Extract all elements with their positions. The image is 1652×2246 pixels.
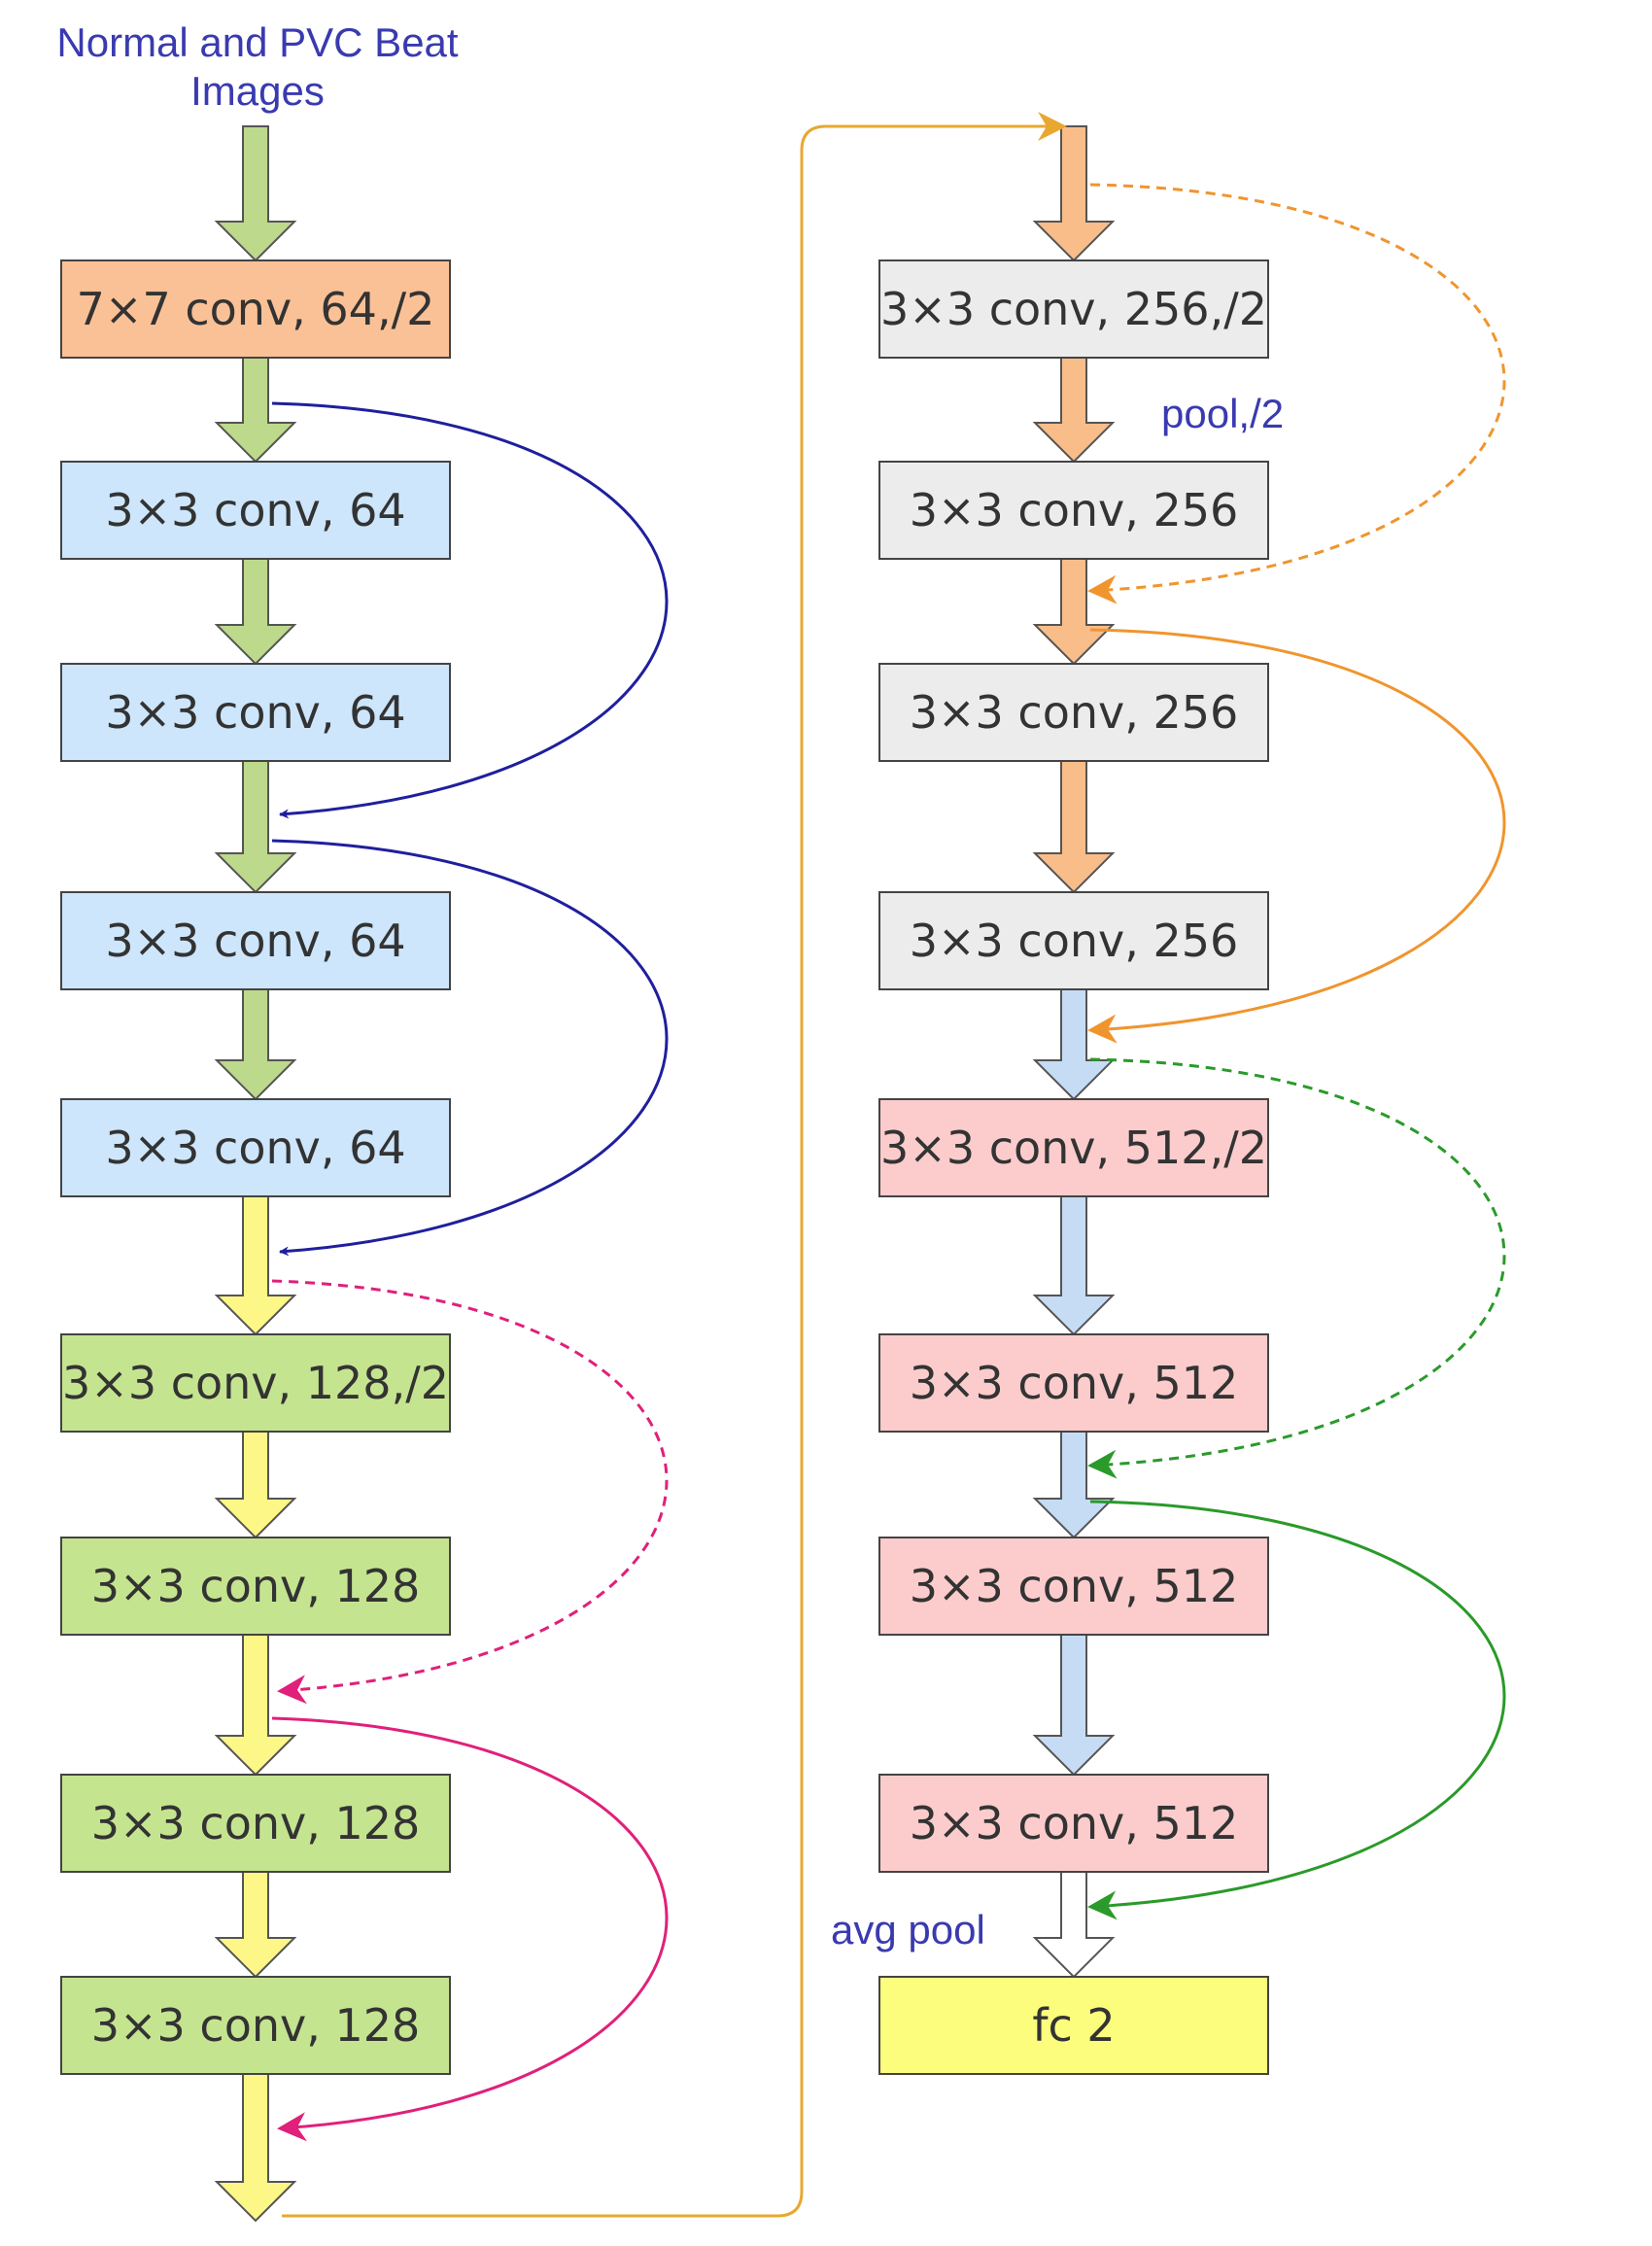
skip-arrow-blue-1	[271, 401, 669, 819]
skip-arrow-green-dashed	[1087, 1057, 1506, 1479]
left-layer-box-6	[60, 1333, 451, 1433]
skip-arrow-green	[1087, 1500, 1506, 1920]
right-layer-box-1	[878, 259, 1269, 359]
left-column-layers: 7×7 conv, 64,/2 3×3 conv, 64 3×3 conv, 64 3…	[60, 259, 451, 2075]
flow-arrow-left-out	[214, 2073, 297, 2223]
right-layer-label-2: 3×3 conv, 256	[910, 484, 1239, 536]
right-layer-box-4	[878, 891, 1269, 990]
left-layer-label-5: 3×3 conv, 64	[105, 1122, 405, 1174]
left-layer-box-8	[60, 1774, 451, 1873]
right-layer-box-9	[878, 1976, 1269, 2075]
skip-arrow-blue-2	[271, 839, 669, 1257]
left-layer-box-9	[60, 1976, 451, 2075]
right-layer-box-5	[878, 1098, 1269, 1197]
left-layer-label-8: 3×3 conv, 128	[91, 1797, 421, 1849]
right-layer-label-7: 3×3 conv, 512	[910, 1560, 1239, 1612]
flow-arrow-right-1	[1032, 357, 1116, 464]
flow-arrow-left-3	[214, 760, 297, 894]
flow-arrow-left-6	[214, 1431, 297, 1539]
skip-connections	[271, 183, 1506, 2142]
column-connector-line	[282, 112, 1067, 2218]
flow-arrow-left-1	[214, 357, 297, 464]
left-layer-box-5	[60, 1098, 451, 1197]
left-layer-box-3	[60, 663, 451, 762]
left-layer-label-4: 3×3 conv, 64	[105, 915, 405, 967]
left-layer-label-9: 3×3 conv, 128	[91, 1999, 421, 2052]
flow-arrow-left-7	[214, 1634, 297, 1777]
flow-arrow-right-6	[1032, 1431, 1116, 1539]
right-layer-label-3: 3×3 conv, 256	[910, 686, 1239, 739]
right-layer-box-2	[878, 461, 1269, 560]
flow-arrow-right-3	[1032, 760, 1116, 894]
skip-arrow-orange-dashed	[1087, 183, 1506, 605]
left-layer-box-1	[60, 259, 451, 359]
pool-label: pool,/2	[1161, 391, 1284, 436]
left-layer-box-4	[60, 891, 451, 990]
flow-arrow-right-0	[1032, 125, 1116, 262]
diagram-title-line1: Normal and PVC Beat	[56, 19, 459, 65]
avg-pool-label: avg pool	[831, 1907, 985, 1952]
flow-arrow-left-4	[214, 988, 297, 1101]
right-layer-label-9: fc 2	[1032, 1999, 1115, 2052]
skip-arrow-pink	[271, 1716, 669, 2142]
flow-arrow-right-7	[1032, 1634, 1116, 1777]
flow-arrow-left-5	[214, 1195, 297, 1336]
left-layer-label-2: 3×3 conv, 64	[105, 484, 405, 536]
skip-arrow-pink-dashed	[271, 1279, 669, 1705]
right-layer-box-3	[878, 663, 1269, 762]
right-layer-box-8	[878, 1774, 1269, 1873]
flow-arrow-left-8	[214, 1871, 297, 1979]
flow-arrow-right-8	[1032, 1871, 1116, 1979]
right-layer-label-6: 3×3 conv, 512	[910, 1357, 1239, 1409]
right-layer-label-1: 3×3 conv, 256,/2	[880, 283, 1267, 335]
right-layer-box-7	[878, 1537, 1269, 1636]
flow-arrows	[214, 125, 1116, 2223]
flow-arrow-right-4	[1032, 988, 1116, 1101]
left-layer-label-1: 7×7 conv, 64,/2	[77, 283, 435, 335]
left-layer-box-2	[60, 461, 451, 560]
right-column-layers: 3×3 conv, 256,/2 3×3 conv, 256 3×3 conv, 2…	[878, 259, 1269, 2075]
left-layer-label-6: 3×3 conv, 128,/2	[62, 1357, 449, 1409]
skip-arrow-orange	[1087, 628, 1506, 1044]
diagram-title-line2: Images	[190, 68, 325, 114]
left-layer-label-3: 3×3 conv, 64	[105, 686, 405, 739]
right-layer-label-5: 3×3 conv, 512,/2	[880, 1122, 1267, 1174]
right-layer-label-8: 3×3 conv, 512	[910, 1797, 1239, 1849]
flow-arrow-left-2	[214, 558, 297, 666]
left-layer-label-7: 3×3 conv, 128	[91, 1560, 421, 1612]
flow-arrow-left-0	[214, 125, 297, 262]
right-layer-label-4: 3×3 conv, 256	[910, 915, 1239, 967]
right-layer-box-6	[878, 1333, 1269, 1433]
flow-arrow-right-5	[1032, 1195, 1116, 1336]
left-layer-box-7	[60, 1537, 451, 1636]
flow-arrow-right-2	[1032, 558, 1116, 666]
